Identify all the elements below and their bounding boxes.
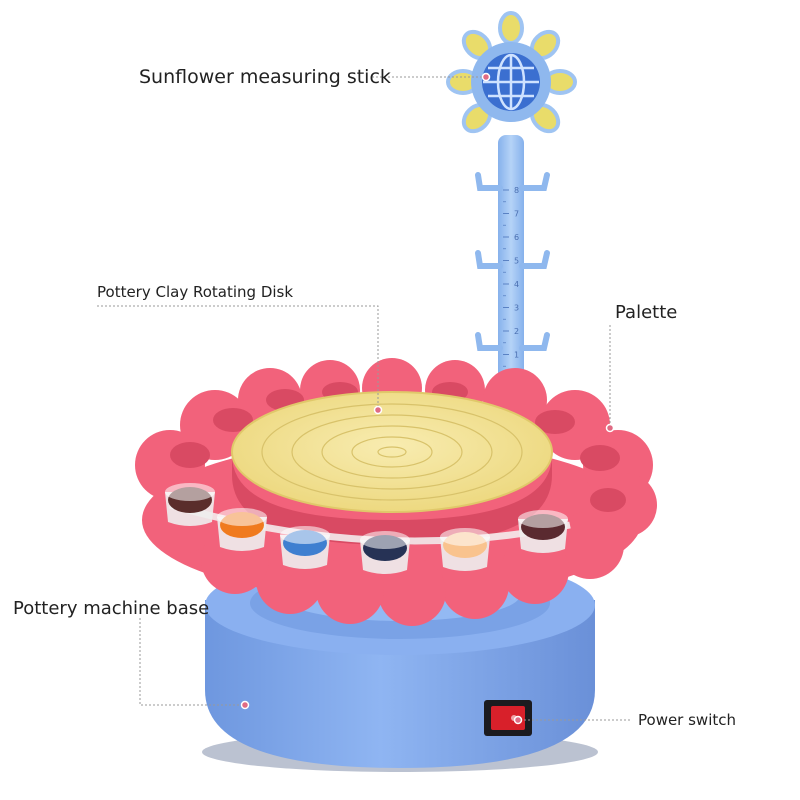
power-switch-rocker[interactable] <box>491 706 525 730</box>
disk-shadow-rim <box>232 455 552 545</box>
label-rotating-disk: Pottery Clay Rotating Disk <box>97 283 294 301</box>
leader-base <box>139 618 243 706</box>
palette-well <box>580 445 620 471</box>
paint-pot-dark-red[interactable] <box>165 483 215 526</box>
dot-base <box>240 700 250 710</box>
ruler-label: 1 <box>514 351 519 360</box>
palette-petal <box>501 536 569 604</box>
callout-dots <box>240 72 615 725</box>
stick-hooks <box>475 172 550 351</box>
palette-well <box>213 408 253 432</box>
label-machine-base: Pottery machine base <box>13 598 210 619</box>
paint-pot-lid <box>440 528 490 546</box>
disk-groove <box>321 425 463 479</box>
disk-top <box>231 391 553 513</box>
dot-switch <box>513 715 523 725</box>
paint-pot-blue[interactable] <box>280 526 330 569</box>
disk-groove <box>351 436 433 468</box>
leader-disk <box>97 305 379 408</box>
ruler-label: 4 <box>514 280 519 289</box>
palette-petal <box>556 511 624 579</box>
palette-well <box>590 488 626 512</box>
ruler-label: 3 <box>514 304 519 313</box>
hook-pair-middle <box>475 250 550 269</box>
paint-pot-lid <box>518 510 568 528</box>
hook-pair-top <box>475 172 550 191</box>
ruler-label: 6 <box>514 233 519 242</box>
sunflower-globe-lines <box>483 53 539 111</box>
palette-well <box>170 442 210 468</box>
paint-pot-orange[interactable] <box>217 508 267 551</box>
paint-pot-maroon[interactable] <box>518 510 568 553</box>
sunflower-head <box>446 11 577 134</box>
disk-grooves <box>261 403 523 501</box>
disk-groove <box>291 414 493 490</box>
dot-sunflower <box>481 72 491 82</box>
power-switch[interactable] <box>484 700 532 736</box>
disk-groove <box>377 446 407 458</box>
sunflower-petal <box>498 11 524 45</box>
paint-pots <box>165 483 568 574</box>
paint-strip <box>165 483 571 574</box>
dot-disk <box>373 405 383 415</box>
dot-palette <box>605 423 615 433</box>
callout-leaders <box>97 76 630 721</box>
paint-pot-lid <box>217 508 267 526</box>
palette-petal <box>378 558 446 626</box>
paint-pot-peach[interactable] <box>440 528 490 571</box>
label-sunflower-measuring-stick: Sunflower measuring stick <box>139 66 391 88</box>
stick-shaft <box>498 135 524 420</box>
hook-pair-bottom <box>475 332 550 351</box>
paint-pot-lid <box>280 526 330 544</box>
palette-petal <box>316 556 384 624</box>
rotating-disk[interactable] <box>231 391 553 545</box>
label-palette: Palette <box>615 302 678 323</box>
paint-pot-lid <box>360 531 410 549</box>
ruler-label: 8 <box>514 186 519 195</box>
ruler-label: 7 <box>514 210 519 219</box>
palette-well <box>535 410 575 434</box>
ruler-label: 2 <box>514 327 519 336</box>
disk-groove <box>261 403 523 501</box>
label-power-switch: Power switch <box>638 711 737 729</box>
ruler-label: 5 <box>514 257 519 266</box>
paint-pot-lid <box>165 483 215 501</box>
paint-pot-navy[interactable] <box>360 531 410 574</box>
